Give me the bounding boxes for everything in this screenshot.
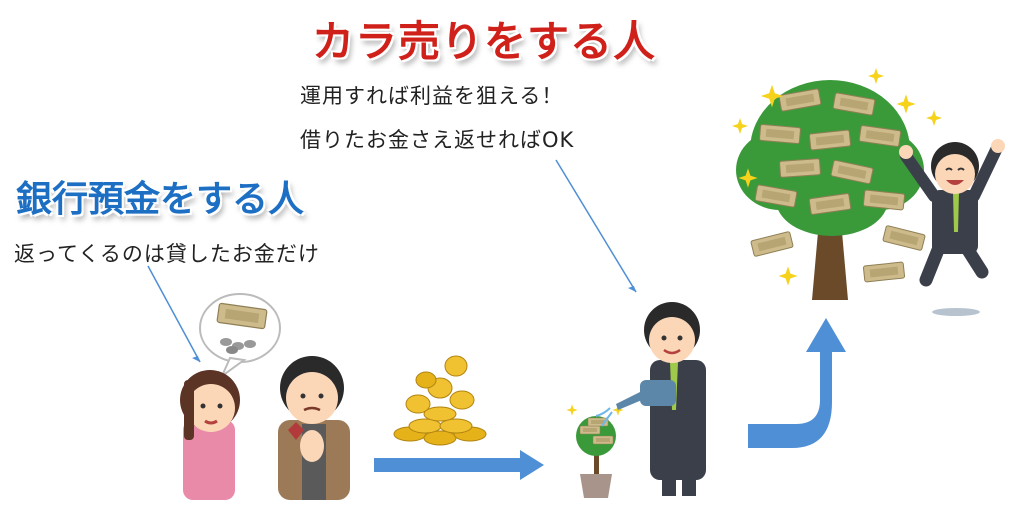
jumping-man-figure [899,139,1005,316]
right-arrow-icon [374,450,544,480]
watering-can-icon [595,380,676,427]
money-tree-icon [736,80,926,300]
woman-figure [180,370,240,500]
depositor-line1: 返ってくるのは貸したお金だけ [14,242,320,266]
short-seller-line1: 運用すれば利益を狙える！ [300,84,564,108]
pointer-line-depositor [147,265,201,363]
speech-bubble-icon [199,293,281,380]
short-seller-title: カラ売りをする人 [312,17,657,66]
coin-stack-icon [393,355,487,446]
small-coins-icon [220,338,256,354]
pointer-line-short-seller [555,159,637,293]
man-figure [278,356,350,500]
depositor-title: 銀行預金をする人 [16,179,305,220]
short-seller-line2: 借りたお金さえ返せればOK [300,128,575,152]
up-arrow-icon [748,318,846,448]
small-money-tree-icon [566,404,624,498]
